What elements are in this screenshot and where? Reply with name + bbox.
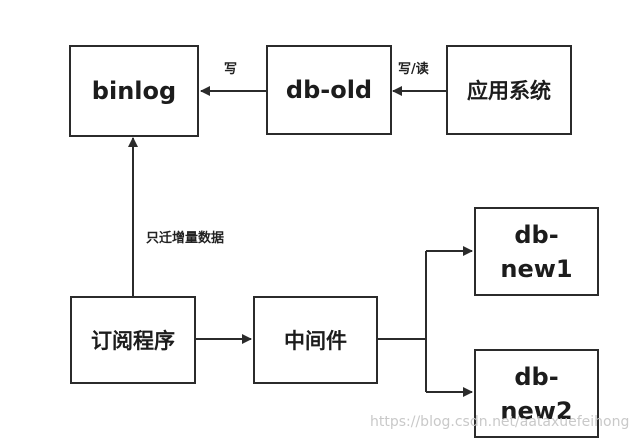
node-db-new1: db- new1 bbox=[474, 207, 599, 296]
edge-label-write-read: 写/读 bbox=[398, 62, 429, 77]
node-middleware-label: 中间件 bbox=[284, 329, 347, 353]
node-binlog: binlog bbox=[69, 45, 199, 137]
node-db-new1-line2: new1 bbox=[500, 254, 573, 283]
node-db-old-label: db-old bbox=[285, 76, 373, 104]
node-db-new2: db- new2 bbox=[474, 349, 599, 438]
node-binlog-label: binlog bbox=[91, 77, 177, 105]
node-app-system-label: 应用系统 bbox=[467, 79, 551, 103]
edge-label-write: 写 bbox=[224, 62, 238, 77]
node-db-old: db-old bbox=[266, 45, 392, 135]
watermark: https://blog.csdn.net/aataxuefeihong bbox=[370, 414, 630, 430]
node-db-new1-line1: db- bbox=[514, 220, 559, 249]
node-app-system: 应用系统 bbox=[446, 45, 572, 135]
node-subscriber: 订阅程序 bbox=[70, 296, 196, 384]
node-middleware: 中间件 bbox=[253, 296, 378, 384]
node-subscriber-label: 订阅程序 bbox=[91, 329, 175, 353]
edge-label-incremental: 只迁增量数据 bbox=[146, 231, 225, 246]
node-db-new2-line2: new2 bbox=[500, 396, 573, 425]
node-db-new2-line1: db- bbox=[514, 362, 559, 391]
